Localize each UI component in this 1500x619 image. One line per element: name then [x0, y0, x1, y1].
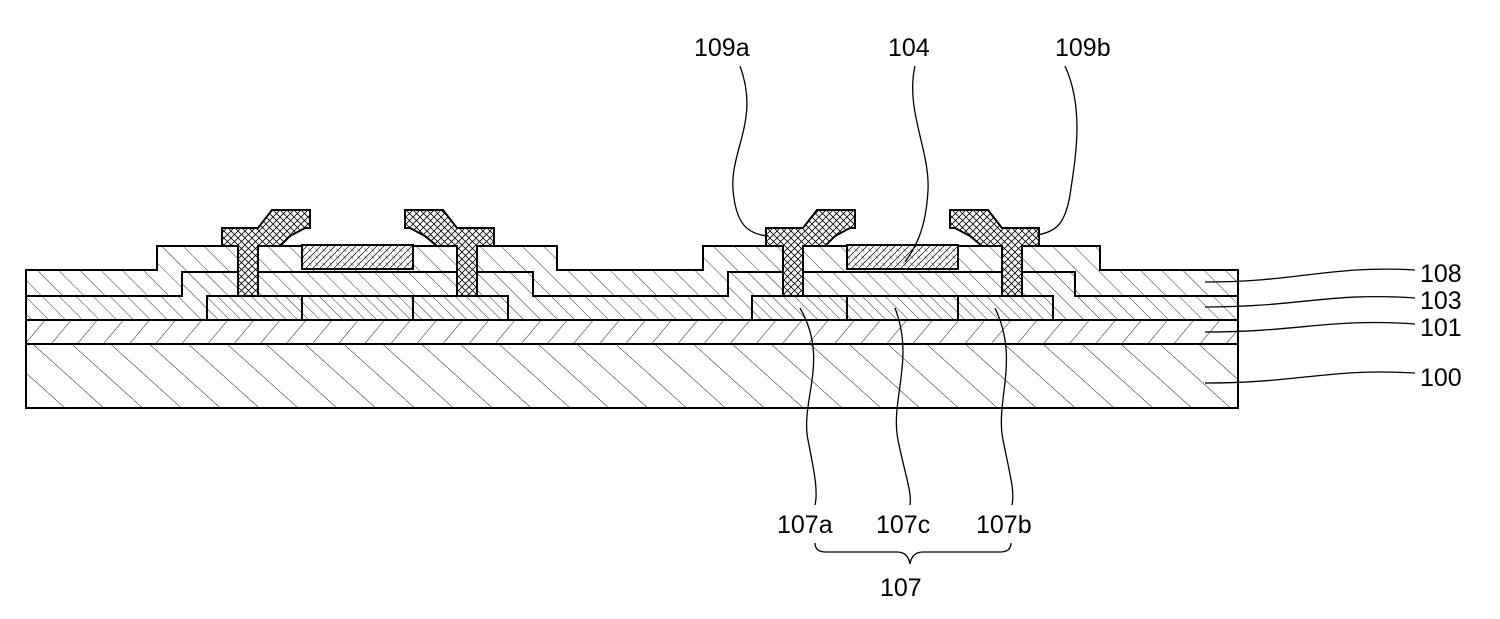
gate-electrode-104 — [846, 244, 959, 270]
semiconductor-left-b — [412, 295, 509, 321]
drain-electrode-left — [404, 209, 495, 297]
label-100: 100 — [1420, 364, 1462, 392]
leader-100 — [1204, 371, 1416, 384]
label-109b: 109b — [1055, 34, 1111, 62]
label-101: 101 — [1420, 314, 1462, 342]
semiconductor-region-107b — [957, 295, 1054, 321]
label-108: 108 — [1420, 260, 1462, 288]
semiconductor-left-a — [206, 295, 303, 321]
source-electrode-left — [221, 209, 311, 297]
label-103: 103 — [1420, 287, 1462, 315]
buffer-layer-101 — [25, 319, 1239, 345]
leader-107a — [799, 307, 817, 506]
leader-107c — [894, 307, 911, 506]
drain-electrode-109b — [949, 209, 1040, 297]
label-109a: 109a — [694, 34, 750, 62]
leader-103 — [1204, 295, 1416, 308]
label-107b: 107b — [976, 511, 1032, 539]
label-107a: 107a — [777, 511, 833, 539]
substrate-layer-100 — [25, 343, 1239, 409]
leader-107b — [994, 307, 1014, 506]
label-107c: 107c — [876, 511, 930, 539]
leader-108 — [1204, 268, 1416, 283]
leader-109b — [1036, 65, 1078, 236]
source-electrode-109a — [765, 209, 856, 297]
semiconductor-region-107a — [751, 295, 848, 321]
brace-107 — [814, 542, 1012, 565]
semiconductor-region-107c — [846, 295, 959, 321]
leader-109a — [732, 65, 769, 237]
label-104: 104 — [888, 34, 930, 62]
leader-101 — [1204, 321, 1416, 333]
label-107: 107 — [880, 574, 922, 602]
leader-104 — [904, 65, 929, 263]
gate-electrode-left — [301, 244, 414, 270]
semiconductor-left-c — [301, 295, 414, 321]
